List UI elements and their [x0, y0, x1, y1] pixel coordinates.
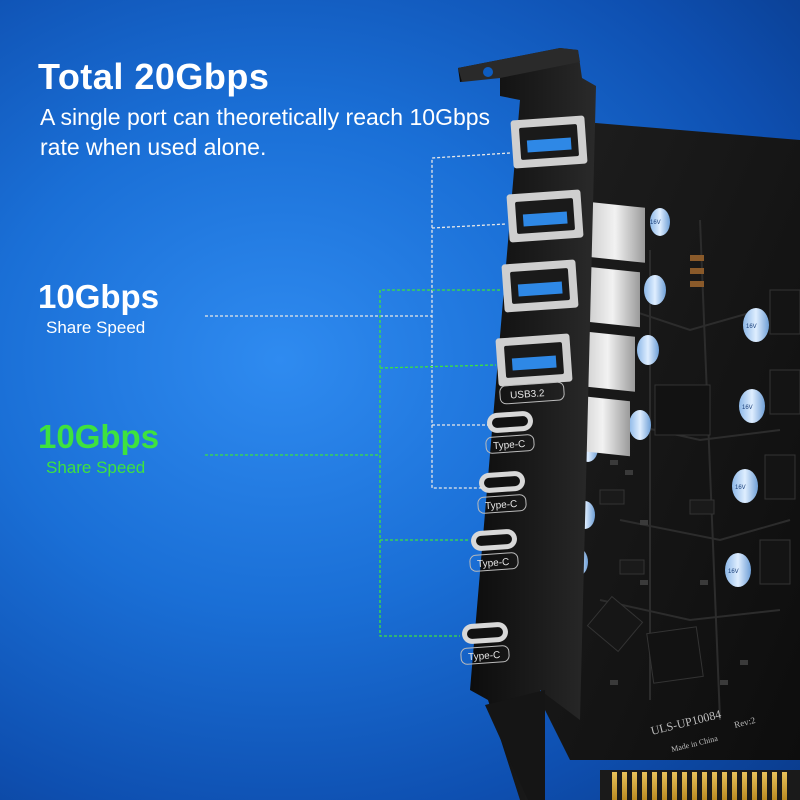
usb-port-label: USB3.2	[510, 388, 546, 401]
usb-a-port-4	[495, 333, 573, 387]
svg-text:16V: 16V	[746, 324, 757, 330]
controller-chip-2	[646, 626, 704, 684]
controller-chip	[654, 384, 711, 436]
usb-a-port-1	[510, 115, 588, 169]
type-c-port-1: Type-C	[485, 411, 535, 454]
type-c-label-2: Type-C	[485, 499, 518, 512]
type-c-label-1: Type-C	[493, 439, 526, 452]
svg-text:16V: 16V	[742, 405, 753, 411]
type-c-port-4: Type-C	[460, 622, 510, 665]
svg-text:16V: 16V	[728, 569, 739, 575]
white-group-connector	[205, 152, 511, 489]
svg-text:16V: 16V	[650, 220, 661, 226]
green-group-connector	[205, 289, 500, 637]
pcie-gold-fingers	[600, 770, 800, 800]
share-speed-caption-group-1: Share Speed	[46, 318, 146, 337]
usb-a-port-3	[501, 259, 579, 313]
type-c-port-2: Type-C	[477, 471, 527, 514]
description: A single port can theoretically reach 10…	[40, 104, 491, 160]
share-speed-caption-group-2: Share Speed	[46, 458, 146, 477]
usb-a-port-2	[506, 189, 584, 243]
type-c-label-3: Type-C	[477, 557, 510, 570]
port-shells	[575, 201, 645, 457]
svg-text:16V: 16V	[735, 485, 746, 491]
headline: Total 20Gbps	[38, 56, 270, 97]
speed-label-group-1: 10Gbps	[38, 278, 160, 315]
type-c-label-4: Type-C	[468, 650, 501, 663]
speed-label-group-2: 10Gbps	[38, 418, 160, 455]
type-c-port-3: Type-C	[469, 529, 519, 572]
